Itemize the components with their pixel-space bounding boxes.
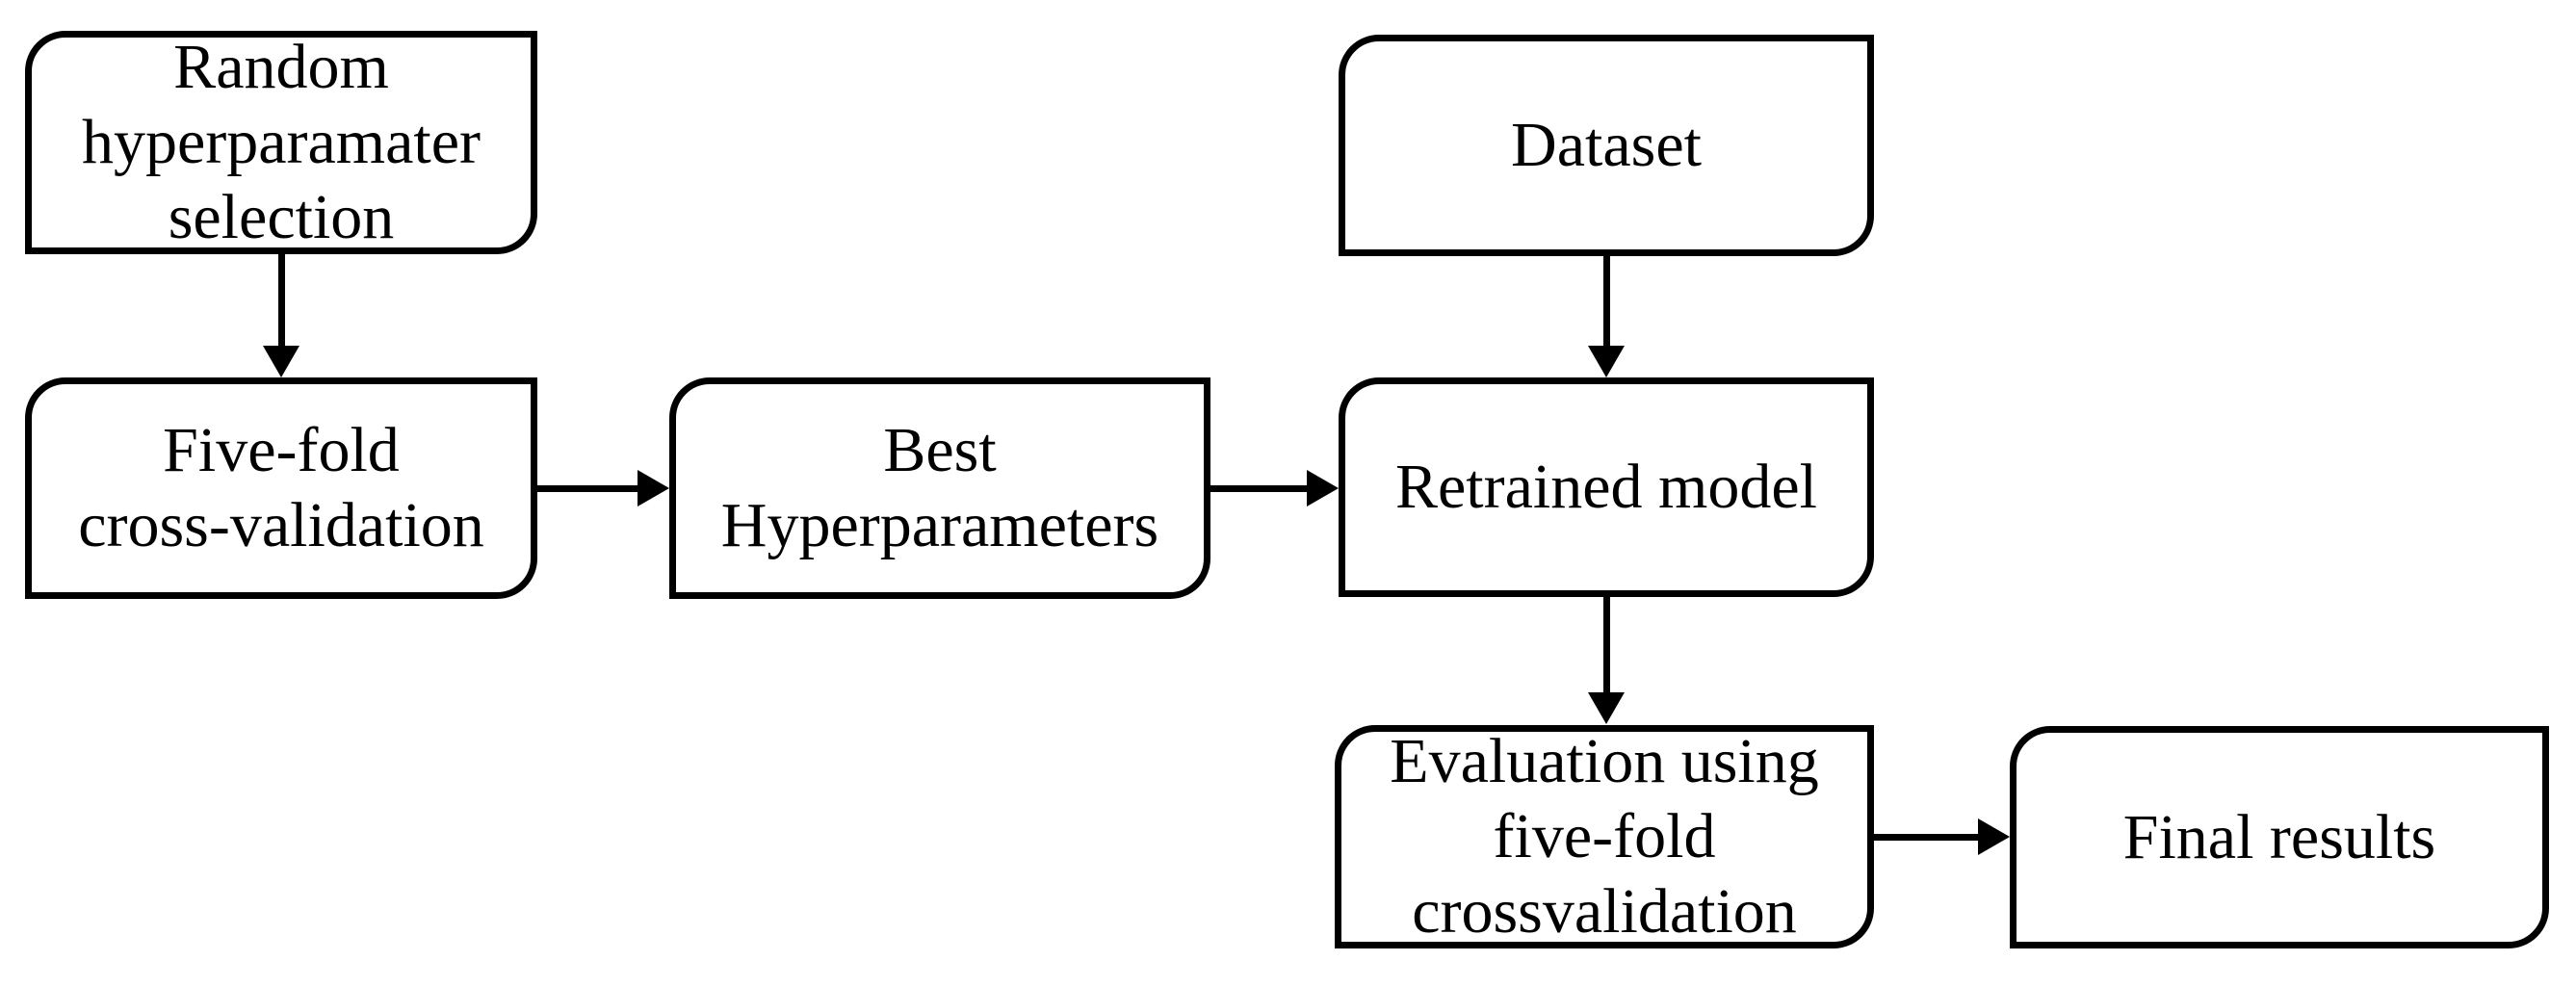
- node-label: Five-fold cross-validation: [78, 415, 484, 560]
- node-retrained-model: Retrained model: [1339, 377, 1874, 597]
- arrowhead-right-icon: [637, 470, 669, 506]
- arrowhead-down-icon: [1588, 346, 1625, 377]
- arrow-shaft: [1603, 256, 1610, 347]
- node-final-results: Final results: [2010, 726, 2549, 948]
- node-random-hyperparameter-selection: Random hyperparamater selection: [25, 31, 537, 254]
- node-label: Evaluation using five-fold crossvalidati…: [1390, 726, 1819, 947]
- node-label: Final results: [2122, 801, 2436, 872]
- arrow-shaft: [537, 485, 637, 492]
- arrow-shaft: [1603, 597, 1610, 693]
- node-label: Random hyperparamater selection: [81, 32, 481, 252]
- arrow-shaft: [1210, 485, 1307, 492]
- arrowhead-down-icon: [1588, 692, 1625, 724]
- node-label: Best Hyperparameters: [720, 415, 1159, 560]
- node-label: Retrained model: [1394, 452, 1818, 522]
- arrowhead-right-icon: [1978, 818, 2010, 855]
- arrowhead-down-icon: [263, 346, 299, 377]
- arrowhead-right-icon: [1307, 470, 1339, 506]
- node-best-hyperparameters: Best Hyperparameters: [669, 377, 1210, 599]
- arrow-shaft: [278, 254, 285, 347]
- node-evaluation-five-fold-crossvalidation: Evaluation using five-fold crossvalidati…: [1335, 725, 1874, 948]
- node-label: Dataset: [1511, 110, 1702, 180]
- node-dataset: Dataset: [1339, 35, 1874, 256]
- node-five-fold-cross-validation: Five-fold cross-validation: [25, 377, 537, 599]
- arrow-shaft: [1874, 834, 1978, 841]
